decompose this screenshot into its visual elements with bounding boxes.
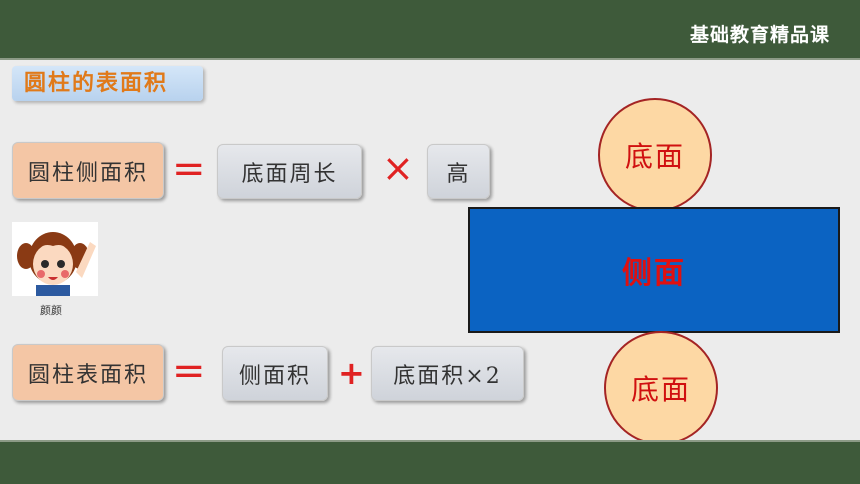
plus-sign: +: [338, 354, 365, 392]
header-bar: 基础教育精品课: [0, 0, 860, 58]
brand-title: 基础教育精品课: [689, 24, 830, 46]
lateral-face-rect: 侧面: [468, 207, 840, 333]
bottom-base-circle: 底面: [604, 331, 718, 445]
footer-divider: [0, 440, 860, 442]
times-sign: ×: [382, 146, 414, 190]
height-box: 高: [427, 144, 490, 199]
top-base-circle: 底面: [598, 98, 712, 212]
lateral-area-box: 侧面积: [222, 346, 328, 401]
equals-sign: =: [172, 146, 206, 192]
footer-bar: [0, 442, 860, 484]
surface-area-label: 圆柱表面积: [12, 344, 164, 401]
base-area-times-two-box: 底面积×2: [371, 346, 524, 401]
header-divider: [0, 58, 860, 60]
girl-icon: [17, 232, 96, 296]
girl-avatar: [12, 222, 98, 296]
lateral-area-label: 圆柱侧面积: [12, 142, 164, 199]
equals-sign-2: =: [172, 348, 206, 394]
section-title: 圆柱的表面积: [12, 66, 203, 101]
character-name: 颜颜: [40, 304, 62, 317]
base-perimeter-box: 底面周长: [217, 144, 362, 199]
